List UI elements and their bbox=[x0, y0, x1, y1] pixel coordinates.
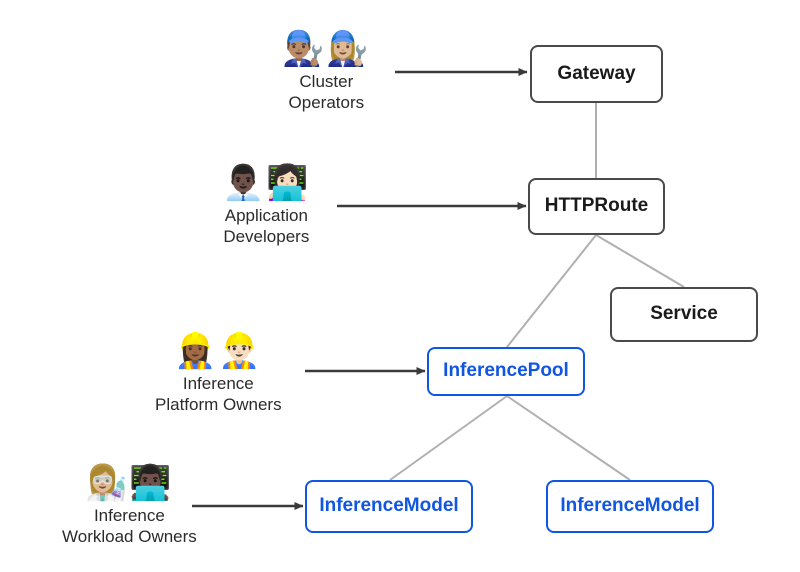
edge-inferencepool-to-inferencemodel2 bbox=[506, 395, 631, 481]
actor-application-developers: 👨🏿‍💼👩🏻‍💻 Application Developers bbox=[222, 166, 311, 247]
actor-label: Application Developers bbox=[223, 206, 310, 246]
node-inferencemodel2[interactable]: InferenceModel bbox=[546, 480, 714, 533]
node-label: InferencePool bbox=[443, 360, 569, 382]
node-httproute[interactable]: HTTPRoute bbox=[528, 178, 665, 235]
actor-arrows bbox=[192, 68, 528, 510]
relationship-lines bbox=[389, 103, 685, 481]
construction-worker-pair-emoji: 👷🏾‍♀️👷🏻‍♂️ bbox=[173, 332, 263, 370]
edge-httproute-to-inferencepool bbox=[506, 234, 597, 348]
edge-inferencepool-to-inferencemodel1 bbox=[389, 395, 508, 481]
actor-inference-platform-owners: 👷🏾‍♀️👷🏻‍♂️ Inference Platform Owners bbox=[155, 334, 282, 415]
node-label: HTTPRoute bbox=[544, 195, 649, 217]
node-inferencemodel1[interactable]: InferenceModel bbox=[305, 480, 473, 533]
node-inferencepool[interactable]: InferencePool bbox=[427, 347, 585, 396]
node-service[interactable]: Service bbox=[610, 287, 758, 342]
actor-label: Inference Workload Owners bbox=[62, 506, 197, 546]
office-worker-technologist-emoji: 👨🏿‍💼👩🏻‍💻 bbox=[222, 164, 311, 202]
scientist-technologist-emoji: 👩🏼‍🔬👨🏿‍💻 bbox=[85, 464, 174, 502]
node-label: Gateway bbox=[557, 62, 636, 84]
node-label: Service bbox=[650, 303, 718, 325]
node-gateway[interactable]: Gateway bbox=[530, 45, 663, 103]
mechanic-pair-emoji: 👨🏽‍🔧👩🏼‍🔧 bbox=[282, 30, 371, 68]
actor-label: Cluster Operators bbox=[288, 72, 365, 112]
actor-inference-workload-owners: 👩🏼‍🔬👨🏿‍💻 Inference Workload Owners bbox=[62, 466, 197, 547]
actor-cluster-operators: 👨🏽‍🔧👩🏼‍🔧 Cluster Operators bbox=[282, 32, 371, 113]
node-label: InferenceModel bbox=[319, 495, 459, 517]
actor-label: Inference Platform Owners bbox=[155, 374, 282, 414]
edge-httproute-to-service bbox=[595, 234, 685, 288]
node-label: InferenceModel bbox=[560, 495, 700, 517]
